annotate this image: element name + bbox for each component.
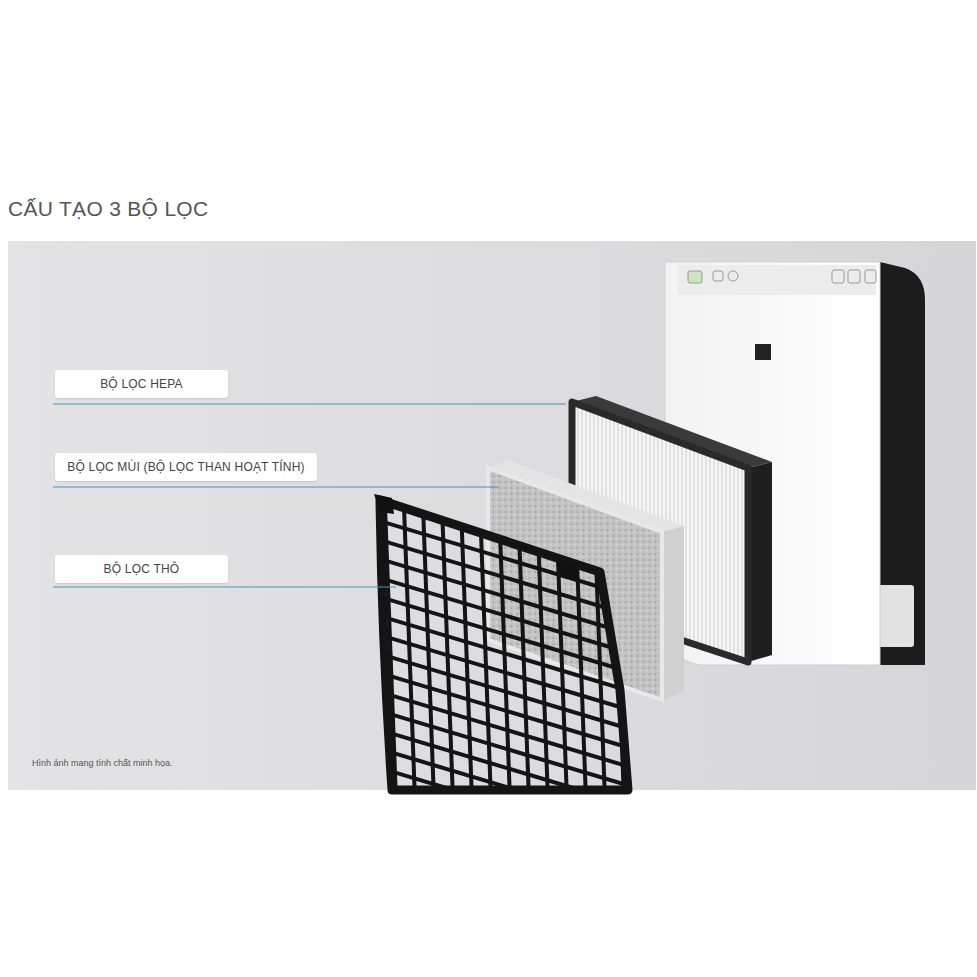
filter-label-box: BỘ LỌC MÙI (BỘ LỌC THAN HOẠT TÍNH) xyxy=(55,453,317,481)
hepa-pleat xyxy=(742,469,743,657)
filter-label: BỘ LỌC HEPA xyxy=(100,377,183,391)
coarse-frame xyxy=(380,500,628,790)
hepa-pleat xyxy=(706,455,707,645)
leader-line xyxy=(53,487,498,488)
hepa-pleat xyxy=(718,460,719,649)
grid-bar xyxy=(403,480,415,800)
coarse-filter xyxy=(360,480,650,887)
purifier-slot xyxy=(878,585,914,647)
button-icon xyxy=(713,271,723,281)
grid-bar xyxy=(517,480,529,800)
control-strip xyxy=(678,265,876,295)
grid-bar xyxy=(360,762,650,849)
hepa-pleat xyxy=(694,451,695,641)
hepa-pleat xyxy=(698,452,699,642)
filter-label: BỘ LỌC MÙI (BỘ LỌC THAN HOẠT TÍNH) xyxy=(67,460,305,474)
leader-line xyxy=(53,404,566,405)
hepa-pleat xyxy=(726,463,727,652)
hepa-pleat xyxy=(722,461,723,650)
button-icon xyxy=(728,271,738,281)
grid-bar xyxy=(555,480,567,800)
grid-bar xyxy=(536,480,548,800)
hepa-pleat xyxy=(734,466,735,655)
grid-bar xyxy=(631,480,643,800)
filter-label-box: BỘ LỌC THÔ xyxy=(55,555,228,583)
carbon-side xyxy=(662,526,684,700)
hepa-pleat xyxy=(690,449,691,640)
button-icon xyxy=(865,270,876,283)
hepa-pleat xyxy=(686,448,687,639)
grid-bar xyxy=(593,480,605,800)
grid-bar xyxy=(360,800,650,887)
filter-label-box: BỘ LỌC HEPA xyxy=(55,370,228,398)
brand-logo xyxy=(755,344,771,360)
button-icon xyxy=(832,270,844,283)
grid-bar xyxy=(422,480,434,800)
leader-line xyxy=(53,587,396,588)
carbon-face xyxy=(488,468,662,700)
hepa-pleat xyxy=(738,467,739,655)
coarse-clip xyxy=(374,494,394,514)
hepa-side xyxy=(748,462,772,662)
hepa-pleat xyxy=(710,457,711,647)
grid-bar xyxy=(479,480,491,800)
grid-bar xyxy=(574,480,586,800)
note-text: Hình ảnh mang tính chất minh họa. xyxy=(32,758,173,768)
title: CẤU TẠO 3 BỘ LỌC xyxy=(8,197,208,221)
coarse-clip xyxy=(556,560,578,580)
background-panel xyxy=(8,241,976,790)
display-icon xyxy=(688,271,702,283)
hepa-pleat xyxy=(702,454,703,644)
grid-bar xyxy=(498,480,510,800)
grid-bar xyxy=(360,724,650,811)
hepa-pleat xyxy=(730,464,731,653)
button-icon xyxy=(848,270,860,283)
filter-label: BỘ LỌC THÔ xyxy=(104,562,180,576)
hepa-pleat xyxy=(714,458,715,648)
